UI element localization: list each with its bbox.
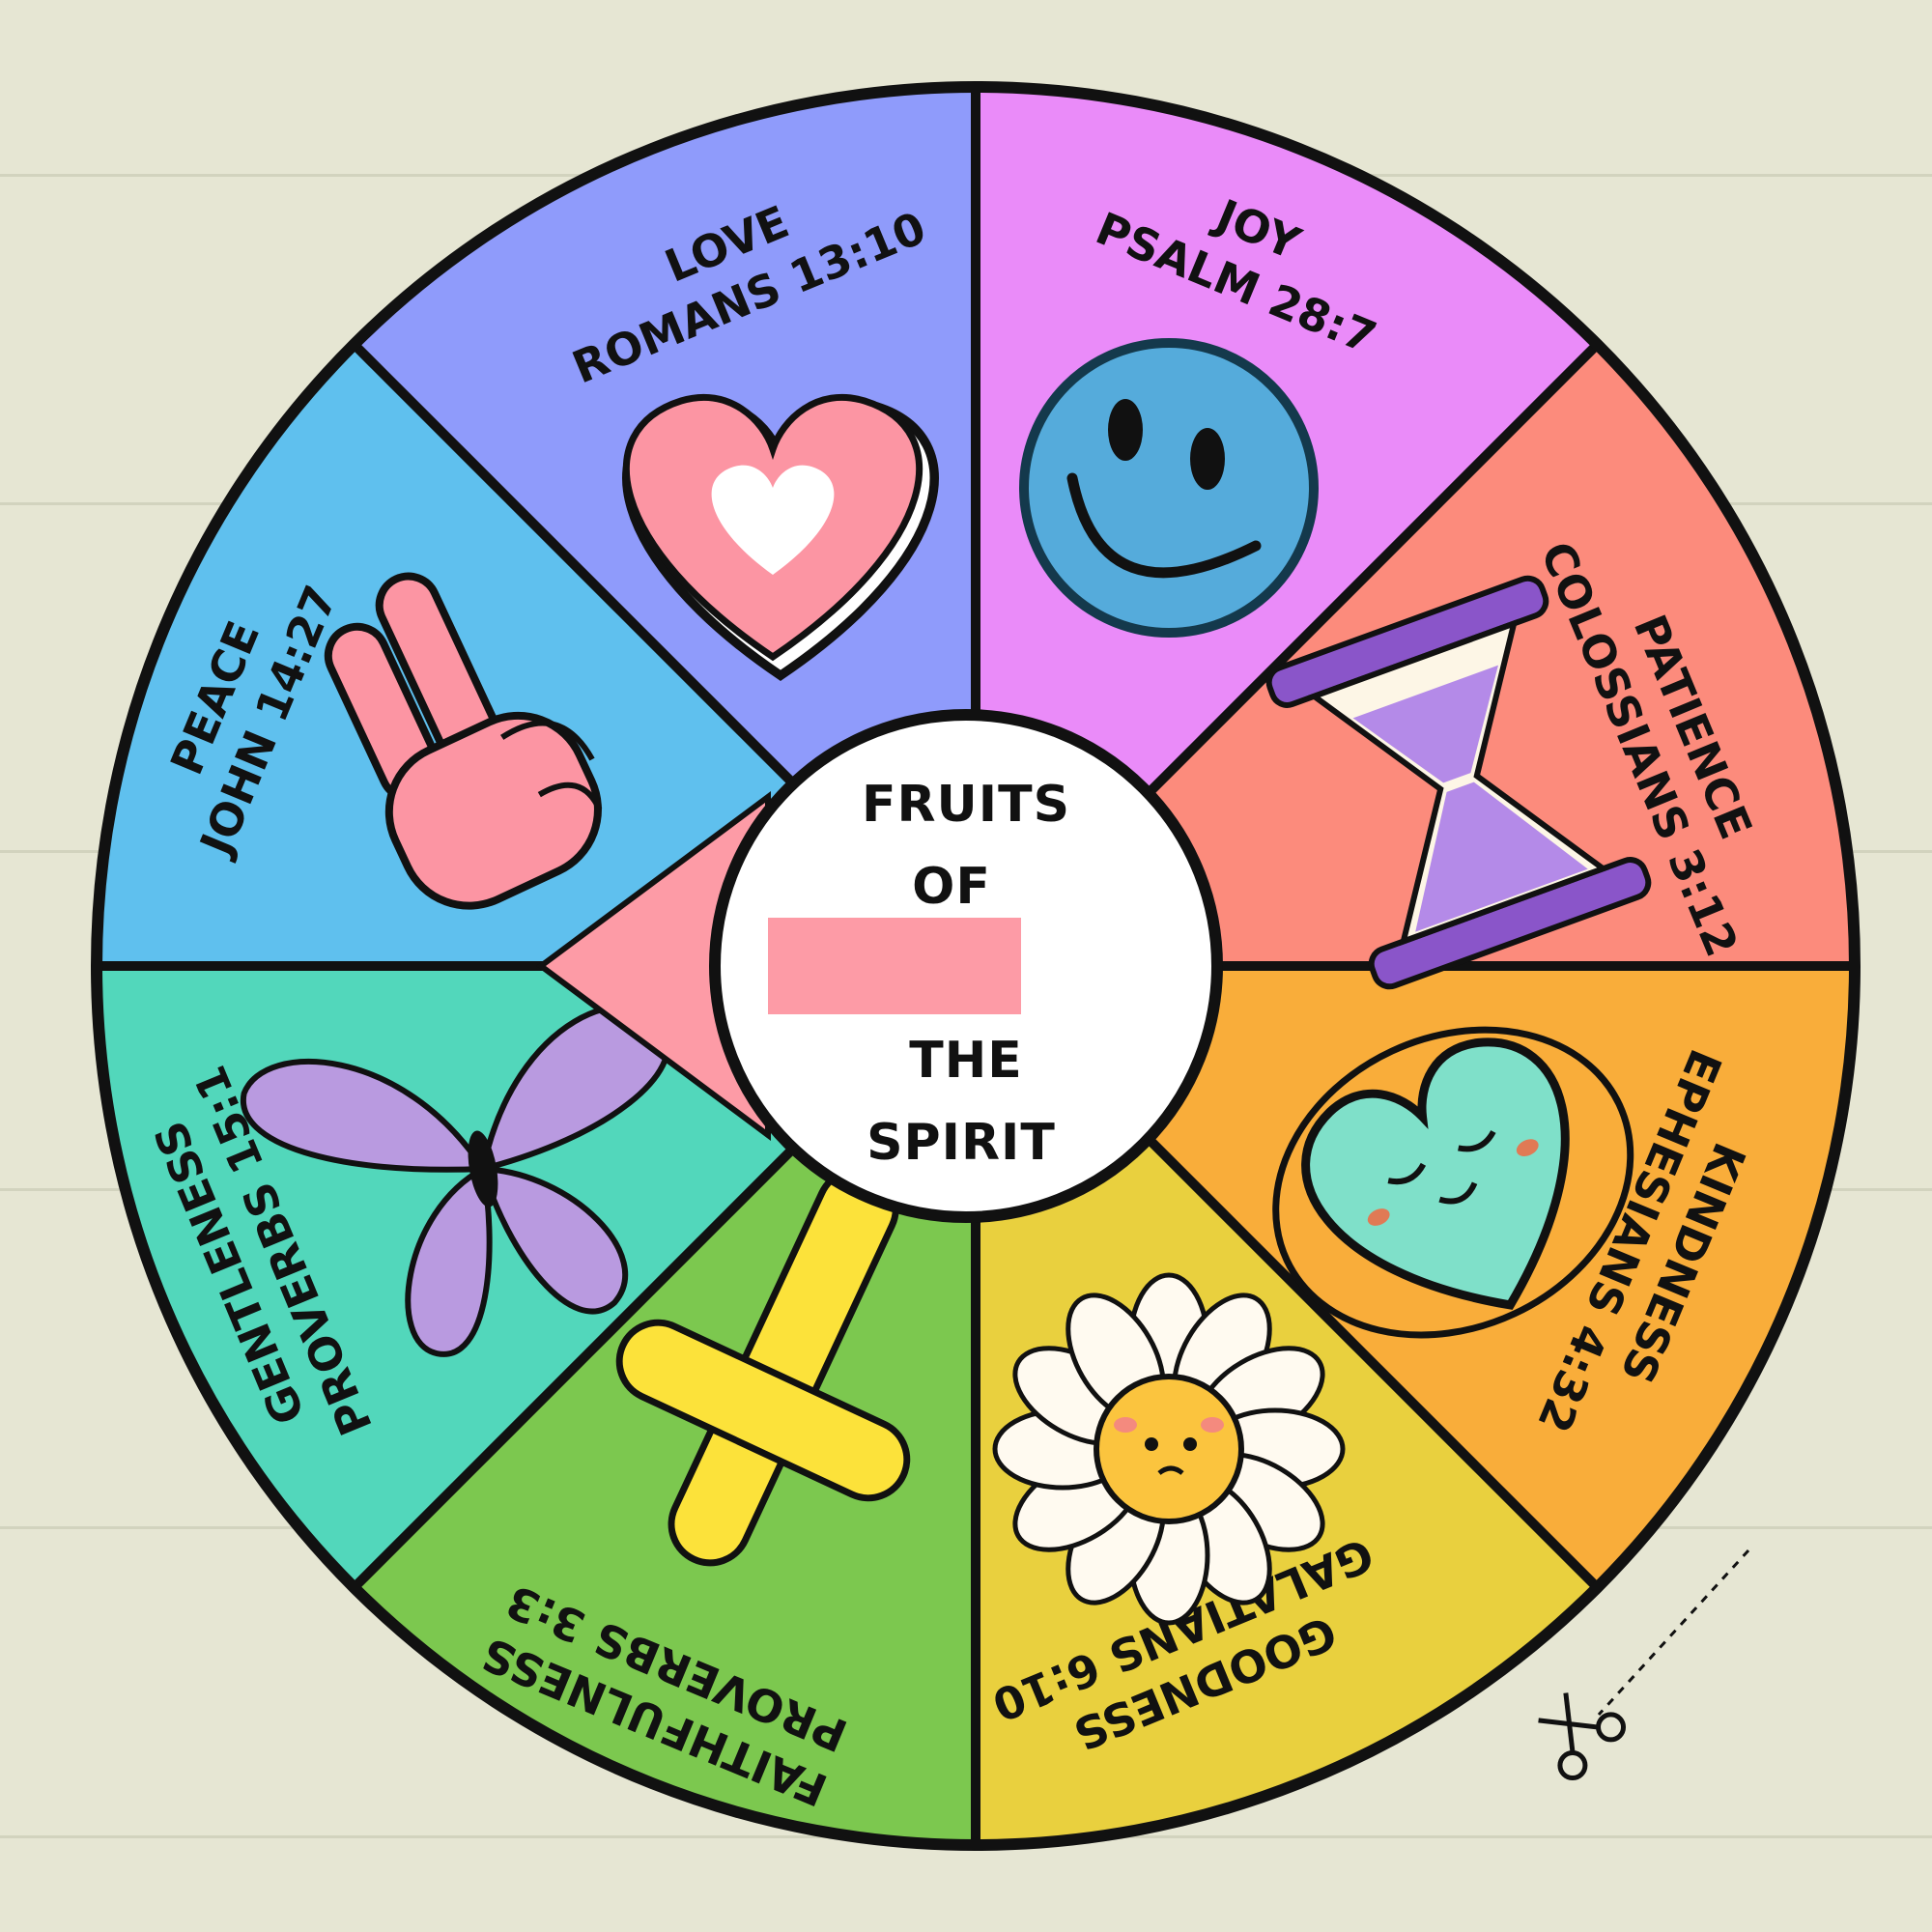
center-title-line3: THE — [909, 1032, 1023, 1090]
smiley-icon — [1019, 338, 1319, 638]
center-title-line4: SPIRIT — [867, 1114, 1056, 1172]
flower-icon — [992, 1272, 1346, 1626]
scissors-icon[interactable] — [1524, 1679, 1629, 1783]
arrow-shaft — [768, 918, 1021, 1014]
center-title-line1: FRUITS — [862, 776, 1070, 834]
wheel-rim — [91, 81, 1861, 1851]
cut-line — [1597, 1548, 1750, 1717]
peace-hand-icon — [324, 572, 603, 910]
hugging-heart-icon — [1272, 1026, 1634, 1339]
hourglass-icon — [1265, 575, 1652, 990]
center-title-line2: OF — [912, 858, 991, 916]
heart-icon — [622, 393, 939, 681]
